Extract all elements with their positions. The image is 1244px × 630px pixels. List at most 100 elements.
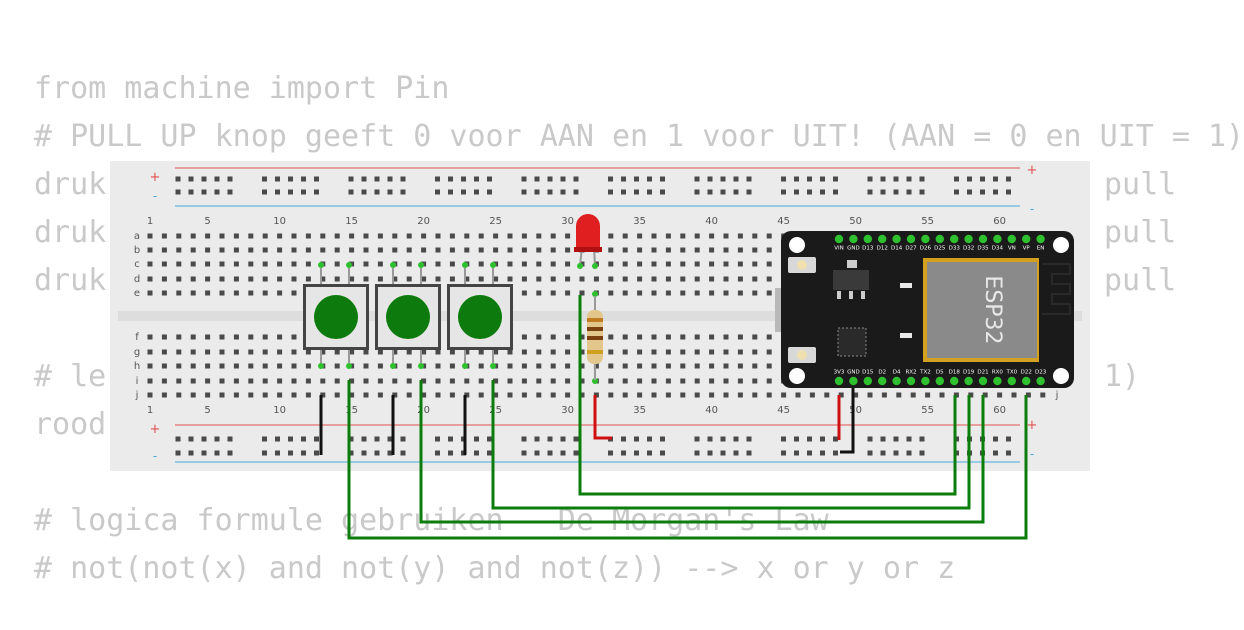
push-button-1[interactable] xyxy=(303,262,369,369)
breadboard-hole xyxy=(334,247,340,253)
breadboard-hole xyxy=(521,334,527,340)
breadboard-hole xyxy=(435,247,441,253)
breadboard-hole xyxy=(665,349,671,355)
breadboard-hole xyxy=(968,392,974,398)
rail-hole xyxy=(387,176,393,182)
rail-hole xyxy=(906,450,912,456)
rail-hole xyxy=(201,189,207,195)
rail-hole xyxy=(980,176,985,182)
header-pin xyxy=(950,234,959,244)
breadboard-hole xyxy=(478,261,484,267)
breadboard-hole xyxy=(363,392,369,398)
breadboard-hole xyxy=(565,392,571,398)
button-3-to-d19-wire xyxy=(491,380,971,510)
rail-hole xyxy=(474,176,479,182)
rail-hole xyxy=(175,436,181,442)
breadboard-hole xyxy=(565,233,571,239)
breadboard-hole xyxy=(219,378,225,384)
breadboard-hole xyxy=(277,276,283,282)
breadboard-hole xyxy=(377,261,383,267)
header-pin xyxy=(964,234,973,244)
breadboard-hole xyxy=(291,363,297,369)
breadboard-hole xyxy=(608,349,614,355)
breadboard-hole xyxy=(766,261,772,267)
rail-hole xyxy=(560,450,566,456)
rail-hole xyxy=(474,189,479,195)
breadboard-hole xyxy=(233,378,239,384)
breadboard-hole xyxy=(637,392,643,398)
column-number: 15 xyxy=(345,405,358,416)
breadboard-hole xyxy=(147,247,153,253)
breadboard-hole xyxy=(248,349,254,355)
rail-hole xyxy=(448,189,453,195)
breadboard-hole xyxy=(493,349,499,355)
breadboard-hole xyxy=(709,334,715,340)
breadboard-hole xyxy=(449,261,455,267)
rail-hole xyxy=(781,436,786,442)
breadboard-hole xyxy=(766,233,772,239)
breadboard-hole xyxy=(521,233,527,239)
rail-hole xyxy=(227,189,233,195)
breadboard-hole xyxy=(305,363,311,369)
pin-label: D4 xyxy=(893,370,901,376)
rail-hole xyxy=(993,450,998,456)
breadboard-hole xyxy=(709,349,715,355)
header-pin xyxy=(906,376,916,386)
rail-hole xyxy=(794,176,799,182)
rail-hole xyxy=(647,450,652,456)
breadboard-hole xyxy=(363,363,369,369)
breadboard-hole xyxy=(449,349,455,355)
rail-hole xyxy=(621,450,626,456)
button-2-cap[interactable] xyxy=(386,295,430,339)
breadboard-hole xyxy=(608,261,614,267)
breadboard-hole xyxy=(723,276,729,282)
rail-hole xyxy=(867,176,873,182)
push-button-3[interactable] xyxy=(447,262,513,369)
rail-hole xyxy=(660,450,665,456)
breadboard-hole xyxy=(579,363,585,369)
breadboard-hole xyxy=(161,349,167,355)
breadboard-hole xyxy=(277,349,283,355)
code-line-import: from machine import Pin xyxy=(34,71,450,106)
breadboard-hole xyxy=(507,233,513,239)
header-pin xyxy=(849,234,858,244)
rail-hole xyxy=(720,436,726,442)
rail-hole xyxy=(288,436,293,442)
header-pin xyxy=(993,376,1002,386)
rail-hole xyxy=(400,450,406,456)
breadboard-hole xyxy=(694,363,700,369)
breadboard-hole xyxy=(291,334,297,340)
rail-hole xyxy=(694,189,700,195)
column-number: 20 xyxy=(417,216,430,227)
breadboard-hole xyxy=(406,392,412,398)
breadboard-hole xyxy=(363,261,369,267)
led-rim xyxy=(574,247,602,252)
breadboard-hole xyxy=(694,290,700,296)
breadboard-hole xyxy=(161,334,167,340)
rail-hole xyxy=(954,189,959,195)
breadboard-hole xyxy=(147,392,153,398)
column-number: 45 xyxy=(777,405,790,416)
resistor[interactable] xyxy=(587,291,603,384)
red-led[interactable] xyxy=(574,214,602,269)
rail-minus-label: - xyxy=(1030,202,1034,216)
breadboard-hole xyxy=(190,247,196,253)
breadboard-hole xyxy=(781,392,787,398)
breadboard-hole xyxy=(521,290,527,296)
header-pin xyxy=(950,376,959,386)
breadboard-hole xyxy=(277,261,283,267)
breadboard-hole xyxy=(161,392,167,398)
breadboard-hole xyxy=(925,392,931,398)
button-1-cap[interactable] xyxy=(314,295,358,339)
breadboard-hole xyxy=(608,334,614,340)
breadboard-hole xyxy=(377,363,383,369)
breadboard-hole xyxy=(320,276,326,282)
push-button-2[interactable] xyxy=(375,262,441,369)
breadboard-hole xyxy=(1011,392,1017,398)
header-pin xyxy=(906,234,916,244)
breadboard-hole xyxy=(723,261,729,267)
rail-hole xyxy=(301,189,306,195)
breadboard-hole xyxy=(449,363,455,369)
button-3-cap[interactable] xyxy=(458,295,502,339)
